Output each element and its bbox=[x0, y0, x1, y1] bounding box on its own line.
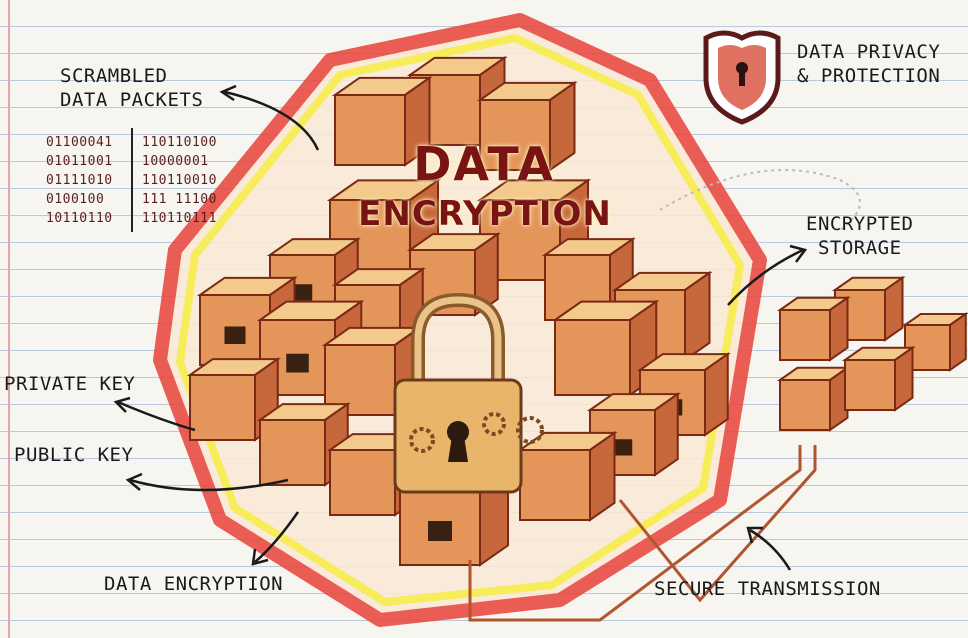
label-data-encryption: DATA ENCRYPTION bbox=[104, 573, 284, 595]
cube bbox=[776, 365, 851, 432]
cube bbox=[476, 80, 578, 172]
lock-icon bbox=[428, 521, 452, 541]
arrow-scrambled bbox=[224, 90, 320, 151]
title-encryption: ENCRYPTION bbox=[358, 194, 612, 234]
binary-divider bbox=[131, 128, 133, 232]
lock-icon bbox=[292, 284, 313, 301]
cube bbox=[331, 75, 433, 167]
label-secure-transmission: SECURE TRANSMISSION bbox=[654, 578, 881, 600]
encrypted-storage-cubes bbox=[776, 275, 968, 432]
lock-icon bbox=[612, 439, 633, 456]
lock-icon bbox=[224, 326, 246, 344]
cube bbox=[841, 345, 916, 412]
cube bbox=[516, 430, 618, 522]
arrow-private-key bbox=[117, 400, 196, 432]
gear-icon bbox=[482, 412, 506, 436]
label-public-key: PUBLIC KEY bbox=[14, 444, 134, 466]
cube bbox=[776, 295, 851, 362]
annotation-arrows bbox=[113, 84, 808, 571]
lock-icon bbox=[286, 353, 309, 373]
title-data: DATA bbox=[413, 137, 555, 191]
gear-icon bbox=[409, 427, 435, 453]
label-private-key: PRIVATE KEY bbox=[4, 373, 136, 395]
arrow-public-key bbox=[129, 478, 289, 492]
transmission-wire bbox=[468, 445, 802, 622]
smudge bbox=[659, 169, 861, 231]
shield-lock-icon bbox=[703, 30, 781, 125]
label-data-privacy: DATA PRIVACY& PROTECTION bbox=[797, 41, 941, 87]
arrow-transmission bbox=[749, 528, 792, 571]
gear-icon bbox=[516, 416, 544, 444]
arrow-data-encryption bbox=[254, 511, 300, 563]
arrow-storage bbox=[727, 248, 804, 306]
cube bbox=[901, 312, 968, 372]
cube bbox=[406, 232, 501, 317]
notebook-margin-line bbox=[8, 0, 10, 638]
padlock-icon bbox=[393, 292, 544, 494]
